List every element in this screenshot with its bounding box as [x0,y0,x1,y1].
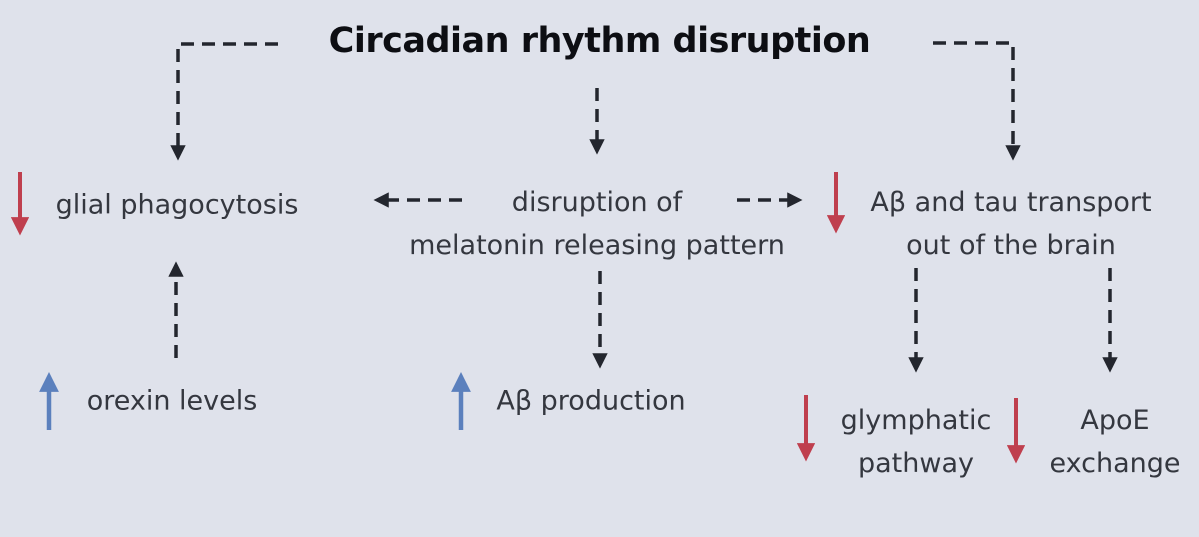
connector-title-to-glial [170,42,278,161]
node-abeta-production: Aβ production [496,385,686,417]
node-abeta-tau-transport: Aβ and tau transport out of the brain [870,181,1151,267]
connector-title-to-abtau [933,41,1021,161]
node-abtau-line1: Aβ and tau transport [870,187,1152,218]
diagram-title: Circadian rhythm disruption [328,21,871,61]
node-melatonin-line1: disruption of [511,187,683,218]
node-apoe-line2: exchange [1049,448,1181,479]
node-apoe-line1: ApoE [1080,405,1150,436]
node-abtau-line2: out of the brain [906,230,1116,261]
node-apoe-exchange: ApoE exchange [1049,399,1180,485]
node-orexin-levels: orexin levels [86,385,258,417]
node-glial-phagocytosis: glial phagocytosis [55,189,299,221]
node-melatonin-line2: melatonin releasing pattern [409,230,785,261]
node-glymphatic-line2: pathway [858,448,974,479]
node-glymphatic-pathway: glymphatic pathway [841,399,992,485]
node-glymphatic-line1: glymphatic [840,405,992,436]
node-melatonin-disruption: disruption of melatonin releasing patter… [409,181,785,267]
